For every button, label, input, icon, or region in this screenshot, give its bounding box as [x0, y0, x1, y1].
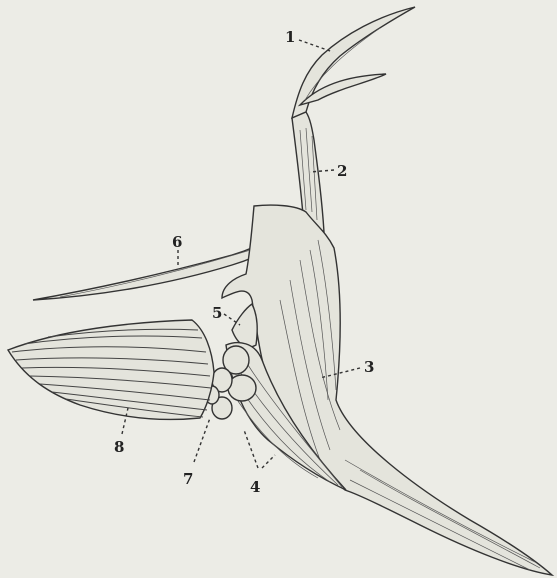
label-7: 7 [183, 470, 193, 488]
label-3: 3 [364, 358, 374, 376]
label-6: 6 [172, 233, 182, 251]
label-4: 4 [250, 478, 260, 496]
part-8-fin [8, 320, 214, 419]
label-5: 5 [212, 304, 222, 322]
label-8: 8 [114, 438, 124, 456]
part-5-process [232, 304, 257, 347]
label-2: 2 [337, 162, 347, 180]
label-1: 1 [285, 28, 295, 46]
part-1-forked-bone [292, 7, 415, 118]
